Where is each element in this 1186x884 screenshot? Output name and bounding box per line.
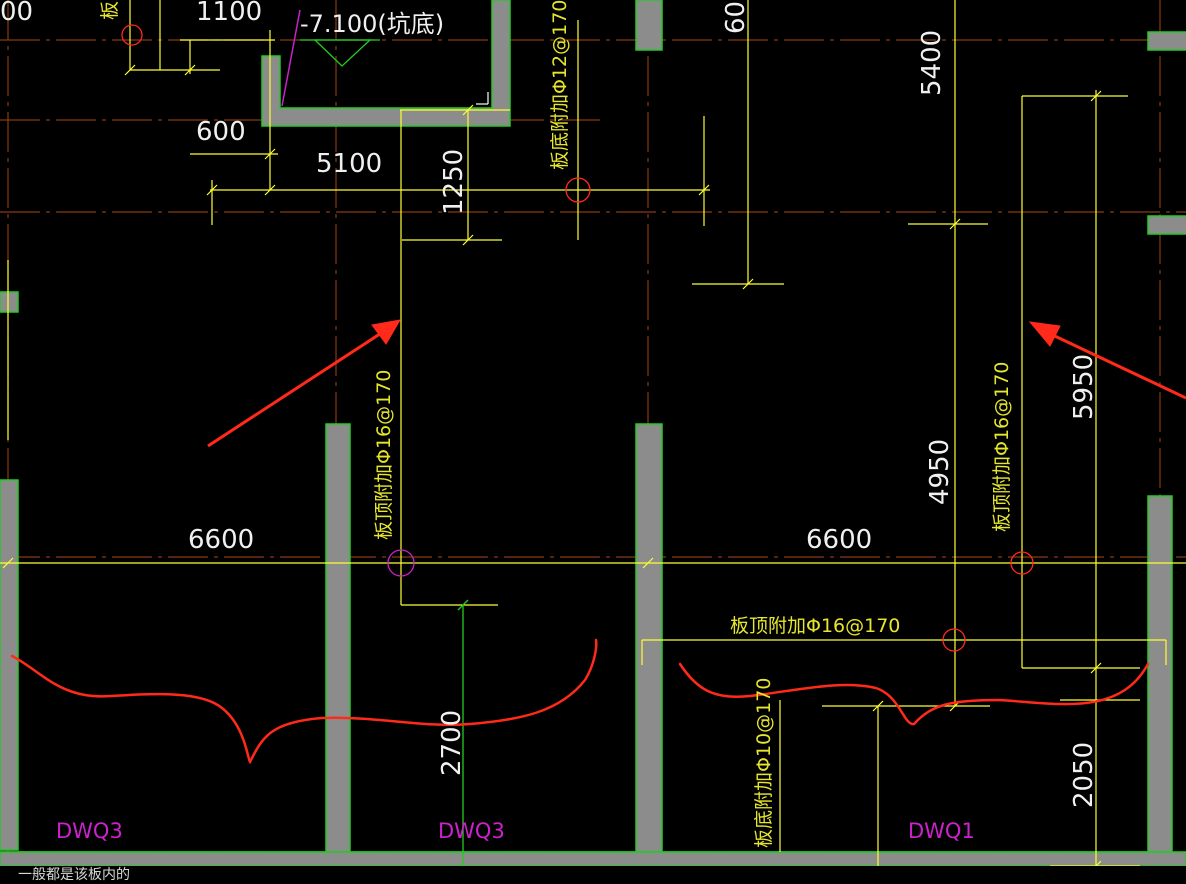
rebar-note-mid-right: 板顶附加Φ16@170 <box>991 362 1013 532</box>
dim-5400: 5400 <box>917 30 947 96</box>
pit-elevation-label: -7.100(坑底) <box>300 10 444 38</box>
annotation-curves <box>10 638 1150 765</box>
rebar-note-fragment: 板 <box>99 1 121 20</box>
dim-00: 00 <box>0 0 33 27</box>
dim-5100: 5100 <box>316 149 382 179</box>
elevation-marker-icon <box>313 39 372 67</box>
rebar-note-mid-left: 板顶附加Φ16@170 <box>373 370 395 540</box>
arrow-head-left-icon <box>371 319 401 345</box>
wall-top-mid <box>635 0 663 51</box>
rebar-markers <box>121 24 1034 652</box>
dim-2700: 2700 <box>437 710 467 776</box>
rebar-notes: 板 板底附加Φ12@170 板顶附加Φ16@170 板顶附加Φ16@170 板顶… <box>99 0 1013 848</box>
caption-text: 一般都是该板内的 <box>0 866 1186 884</box>
wall-left-stub <box>0 291 19 313</box>
rebar-note-bottom: 板底附加Φ10@170 <box>753 678 775 848</box>
wall-label-dwq3-left: DWQ3 <box>56 819 123 843</box>
dim-5950: 5950 <box>1069 354 1099 420</box>
dim-2700-line <box>457 599 469 866</box>
wall-right-mid <box>1147 215 1186 235</box>
pit-slope-line <box>281 9 301 107</box>
wall-mid-right <box>635 423 663 853</box>
wall-top-right <box>1147 31 1186 51</box>
dim-6600-right: 6600 <box>806 525 872 555</box>
dim-1100: 1100 <box>196 0 262 27</box>
dim-6600-left: 6600 <box>188 525 254 555</box>
dimension-texts: 00 1100 600 5100 6600 6600 1250 60 5400 … <box>0 0 1099 808</box>
wall-labels: DWQ3 DWQ3 DWQ1 <box>56 819 975 843</box>
dim-4950: 4950 <box>925 439 955 505</box>
wall-label-dwq1: DWQ1 <box>908 819 975 843</box>
annotation-arrows <box>207 319 1186 448</box>
wall-bottom <box>0 851 1186 867</box>
wall-mid-left <box>325 423 351 853</box>
pit-wall <box>261 0 511 127</box>
pit-corner-marks <box>476 92 489 105</box>
rebar-note-top-left: 板底附加Φ12@170 <box>549 0 571 170</box>
dim-600: 600 <box>196 117 246 147</box>
wall-right <box>1147 495 1173 853</box>
rebar-note-horizontal: 板顶附加Φ16@170 <box>730 615 900 637</box>
wall-left <box>0 479 19 851</box>
arrow-head-right-icon <box>1028 321 1061 347</box>
dim-2050: 2050 <box>1069 742 1099 808</box>
dim-60: 60 <box>721 1 751 34</box>
wall-label-dwq3-mid: DWQ3 <box>438 819 505 843</box>
dim-1250: 1250 <box>439 149 469 215</box>
